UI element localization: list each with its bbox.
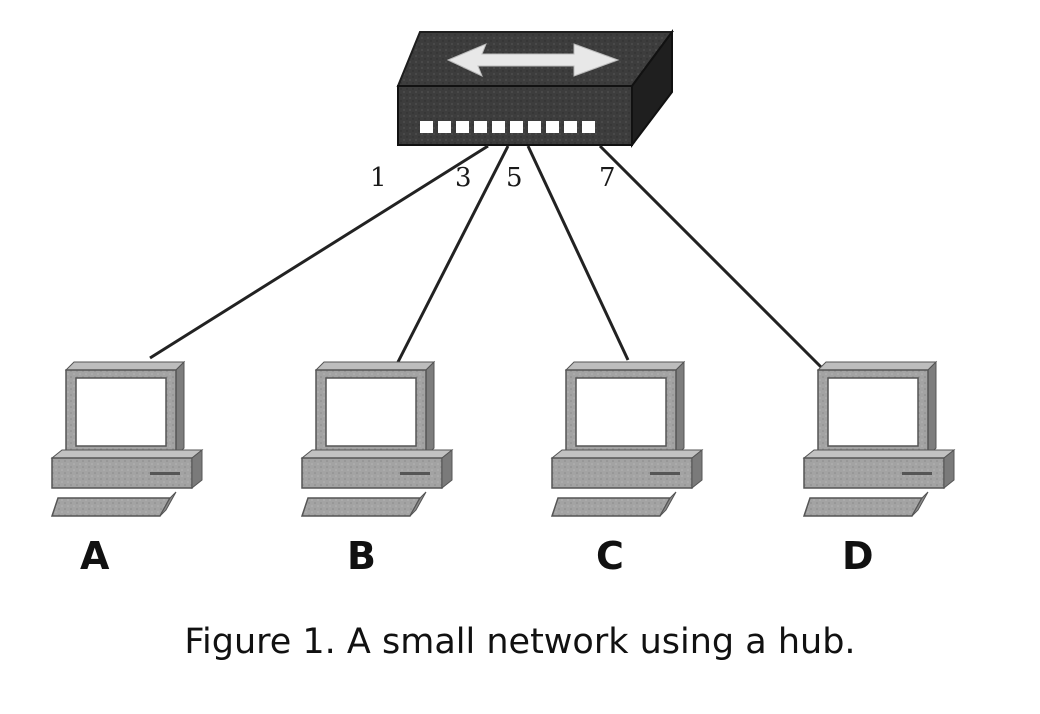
cable-a [149,144,489,360]
computer-icon [803,361,955,517]
port-label-7: 7 [599,163,616,193]
computer-d [803,361,955,517]
cable-d [598,144,828,374]
computer-label-a: A [80,534,110,578]
computer-label-c: C [596,534,624,578]
port-label-1: 1 [370,163,387,193]
computer-c [551,361,703,517]
figure-caption: Figure 1. A small network using a hub. [184,622,856,662]
cable-c [526,145,630,361]
hub [396,28,674,148]
computer-b [301,361,453,517]
cable-b [396,145,510,363]
computer-icon [301,361,453,517]
computer-a [51,361,203,517]
cables [149,144,828,374]
computer-icon [51,361,203,517]
port-label-3: 3 [455,163,472,193]
double-arrow-icon [446,43,620,77]
hub-front [397,85,633,146]
hub-ports [420,121,595,133]
port-label-5: 5 [506,163,523,193]
computer-icon [551,361,703,517]
computer-label-b: B [347,534,376,578]
computer-label-d: D [842,534,874,578]
